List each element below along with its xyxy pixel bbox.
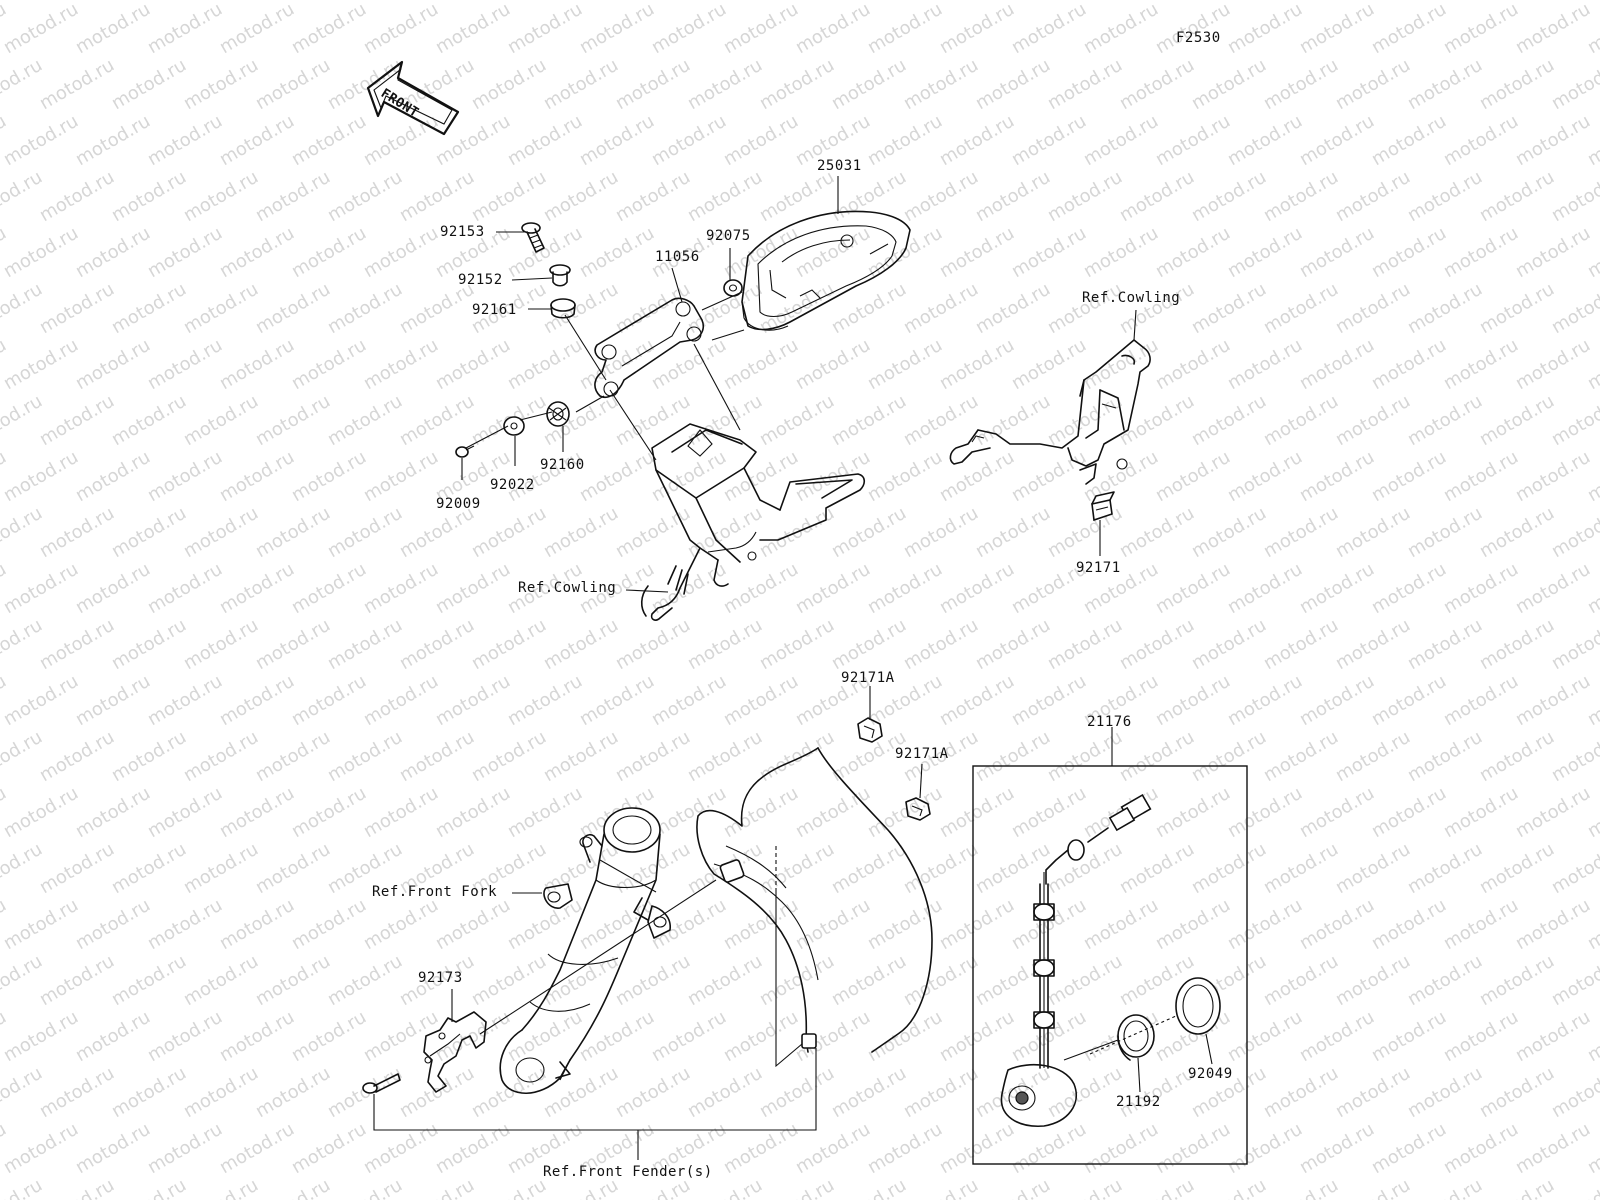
label-92160: 92160: [540, 457, 585, 473]
seal-21192-drawing: [1117, 1014, 1155, 1061]
label-92152: 92152: [458, 272, 503, 288]
label-92173: 92173: [418, 970, 463, 986]
label-92161: 92161: [472, 302, 517, 318]
label-ref-cowling-left: Ref.Cowling: [518, 580, 617, 596]
clip-92171a-lower-drawing: [905, 797, 931, 821]
front-fork-drawing: [499, 807, 671, 1094]
label-92153: 92153: [440, 224, 485, 240]
label-92075: 92075: [706, 228, 751, 244]
figure-code: F2530: [1176, 30, 1221, 46]
front-fender-drawing: [696, 747, 933, 1068]
label-92049: 92049: [1188, 1066, 1233, 1082]
clip-92171a-upper-drawing: [857, 717, 883, 743]
bolt-92153-drawing: [521, 222, 545, 253]
collar-92152-drawing: [549, 264, 571, 287]
damper-92161-drawing: [550, 298, 576, 319]
grommet-92160-drawing: [546, 401, 570, 427]
meter-assembly-drawing: [741, 210, 911, 331]
label-ref-cowling-right: Ref.Cowling: [1082, 290, 1181, 306]
speed-sensor-kit-box: [972, 765, 1248, 1165]
leader-lines: [373, 176, 1213, 1160]
cowling-stay-left-drawing: [640, 423, 866, 621]
grommet-92075-drawing: [723, 279, 743, 297]
label-ref-front-fenders: Ref.Front Fender(s): [543, 1164, 713, 1180]
cowling-stay-right-drawing: [949, 339, 1151, 485]
bracket-11056-drawing: [594, 297, 705, 398]
label-92171a-upper: 92171A: [841, 670, 895, 686]
clip-92171-drawing: [1091, 491, 1115, 522]
label-92022: 92022: [490, 477, 535, 493]
label-92171: 92171: [1076, 560, 1121, 576]
label-ref-front-fork: Ref.Front Fork: [372, 884, 498, 900]
label-21176: 21176: [1087, 714, 1132, 730]
label-21192: 21192: [1116, 1094, 1161, 1110]
guide-92173-drawing: [423, 1011, 487, 1093]
washer-92022-drawing: [503, 416, 525, 436]
label-11056: 11056: [655, 249, 700, 265]
bolt-guide-drawing: [362, 1073, 401, 1094]
label-92009: 92009: [436, 496, 481, 512]
label-92171a-lower: 92171A: [895, 746, 949, 762]
seal-92049-drawing: [1175, 977, 1221, 1035]
screw-92009-drawing: [455, 445, 475, 458]
front-arrow-icon: [366, 60, 460, 136]
label-25031: 25031: [817, 158, 862, 174]
